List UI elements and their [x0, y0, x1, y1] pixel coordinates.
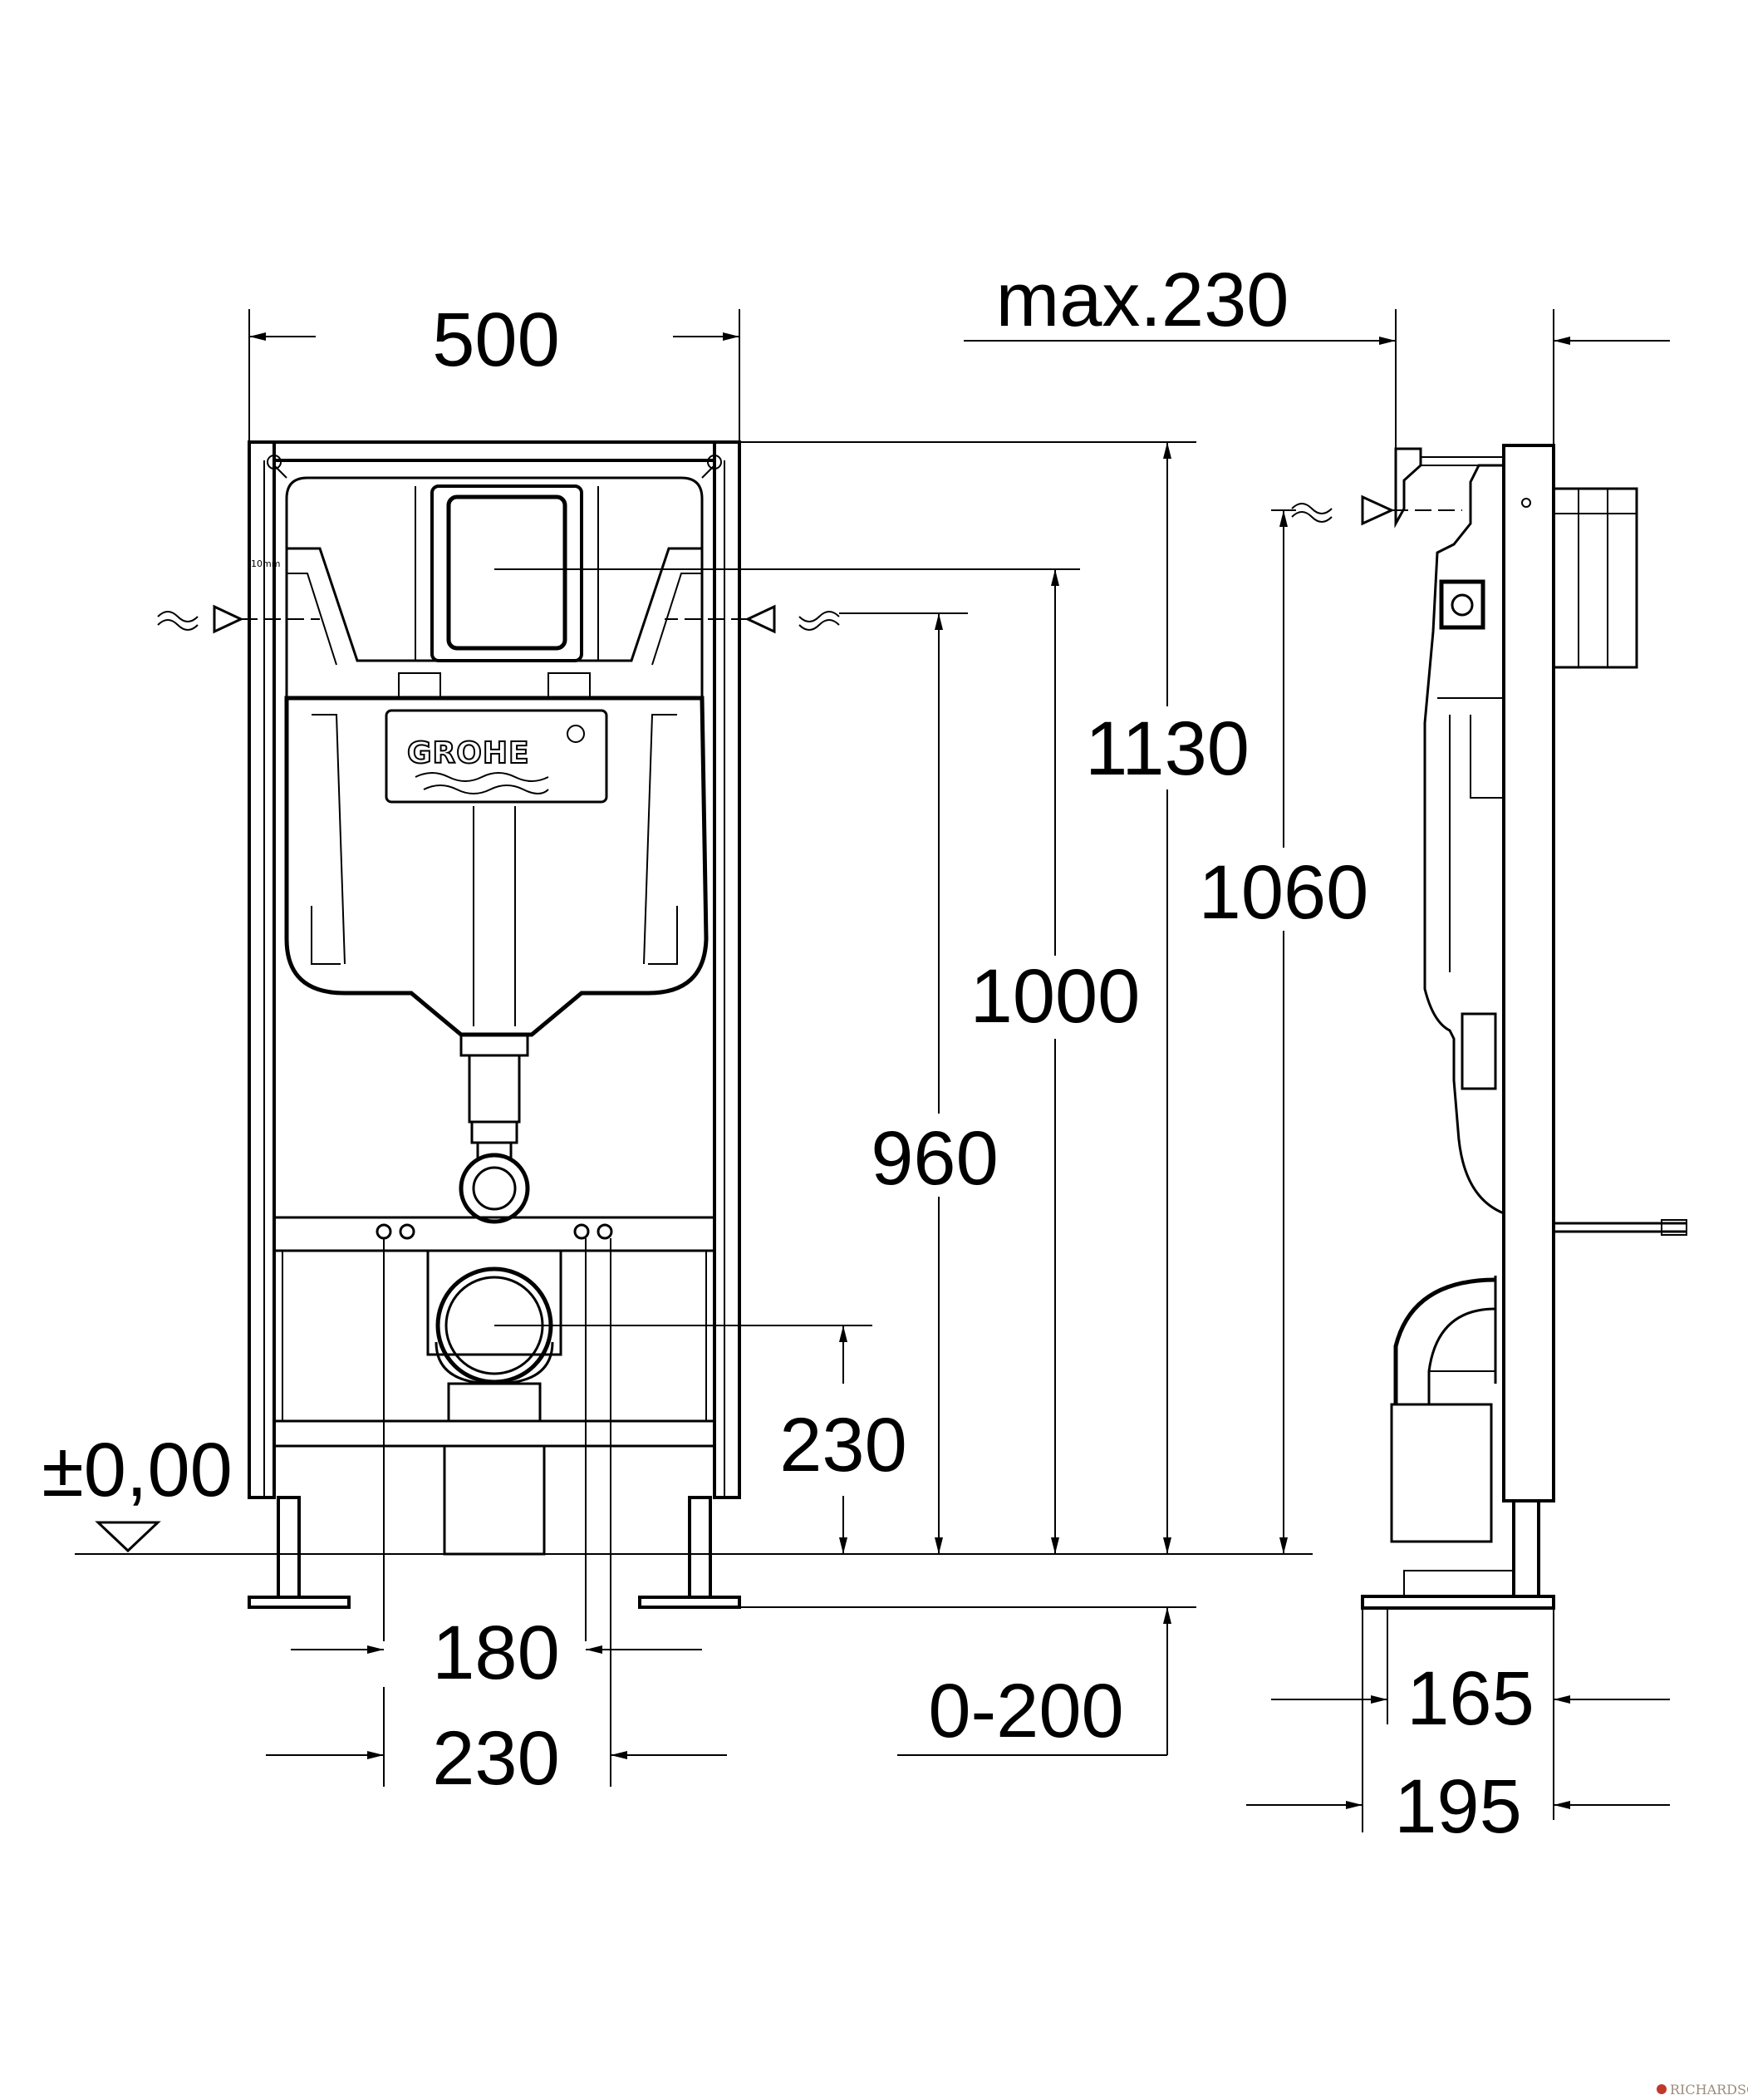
dim-max-230: max.230 [996, 258, 1289, 342]
dim-height-230: 230 [779, 1403, 907, 1488]
watermark-text: RICHARDSON [1670, 2082, 1748, 2098]
watermark: RICHARDSON [1657, 2082, 1748, 2098]
dim-adjust-0-200: 0-200 [928, 1669, 1123, 1753]
dim-height-1060: 1060 [1199, 850, 1369, 935]
lower-frame [273, 1216, 716, 1556]
brand-logo: GROHE [407, 736, 530, 770]
dim-height-1000: 1000 [970, 954, 1141, 1039]
dim-width-180: 180 [432, 1611, 560, 1695]
dim-width-500: 500 [432, 298, 560, 382]
dimensions-side: max.230 1060 165 195 [964, 258, 1670, 1849]
water-inlet-right [665, 604, 840, 634]
small-marking: 10mm [251, 558, 280, 569]
dim-height-960: 960 [871, 1116, 999, 1201]
frame-feet [248, 1496, 741, 1609]
flush-pipe [459, 1033, 530, 1224]
water-inlet-left [157, 604, 320, 634]
dim-height-1130: 1130 [1085, 706, 1250, 791]
dimensions-front: 500 1130 1000 960 230 ±0,00 180 [42, 298, 1313, 1801]
dim-depth-165: 165 [1407, 1656, 1534, 1741]
floor-level-label: ±0,00 [42, 1428, 233, 1512]
front-view: GROHE 10mm [157, 440, 840, 1609]
side-view [1291, 444, 1687, 1610]
dim-depth-195: 195 [1394, 1764, 1522, 1849]
dim-width-230: 230 [432, 1716, 560, 1801]
cistern: GROHE 10mm [251, 476, 709, 1037]
